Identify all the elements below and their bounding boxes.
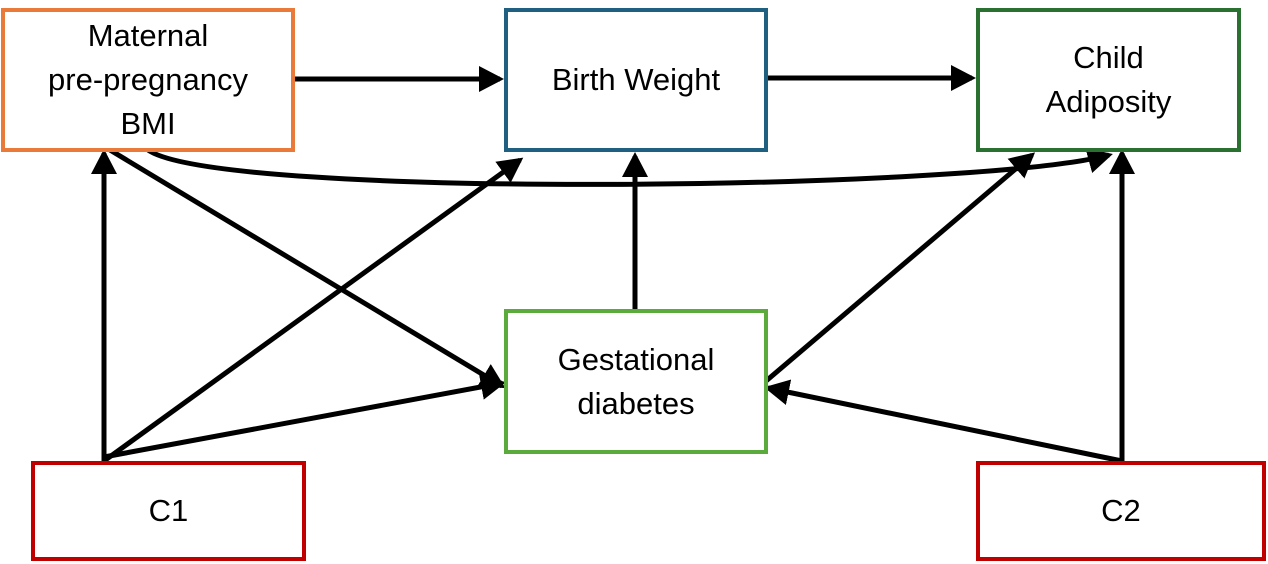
node-maternal-pre-pregnancy-bmi: Maternal pre-pregnancy BMI (1, 8, 295, 152)
node-birth-weight: Birth Weight (504, 8, 768, 152)
node-label: Birth Weight (551, 62, 721, 97)
edge-c2-to-gestational-diabetes (764, 379, 1123, 464)
node-c1: C1 (31, 461, 306, 561)
edge-c1-to-gestational-diabetes (103, 374, 506, 460)
edge-bmi-to-child-adiposity (146, 147, 1113, 187)
node-label: Child Adiposity (1045, 40, 1172, 119)
edge-bmi-to-gestational-diabetes (108, 147, 506, 389)
node-label: C1 (148, 493, 189, 528)
node-label: C2 (1101, 493, 1141, 528)
edge-c1-to-birth-weight (102, 157, 524, 464)
node-label: Gestational diabetes (557, 341, 715, 421)
node-gestational-diabetes: Gestational diabetes (504, 309, 768, 454)
edge-gestational-diabetes-to-child-adiposity (764, 152, 1036, 383)
node-label: Maternal pre-pregnancy BMI (48, 18, 248, 141)
node-c2: C2 (976, 461, 1266, 561)
node-child-adiposity: Child Adiposity (976, 8, 1241, 152)
